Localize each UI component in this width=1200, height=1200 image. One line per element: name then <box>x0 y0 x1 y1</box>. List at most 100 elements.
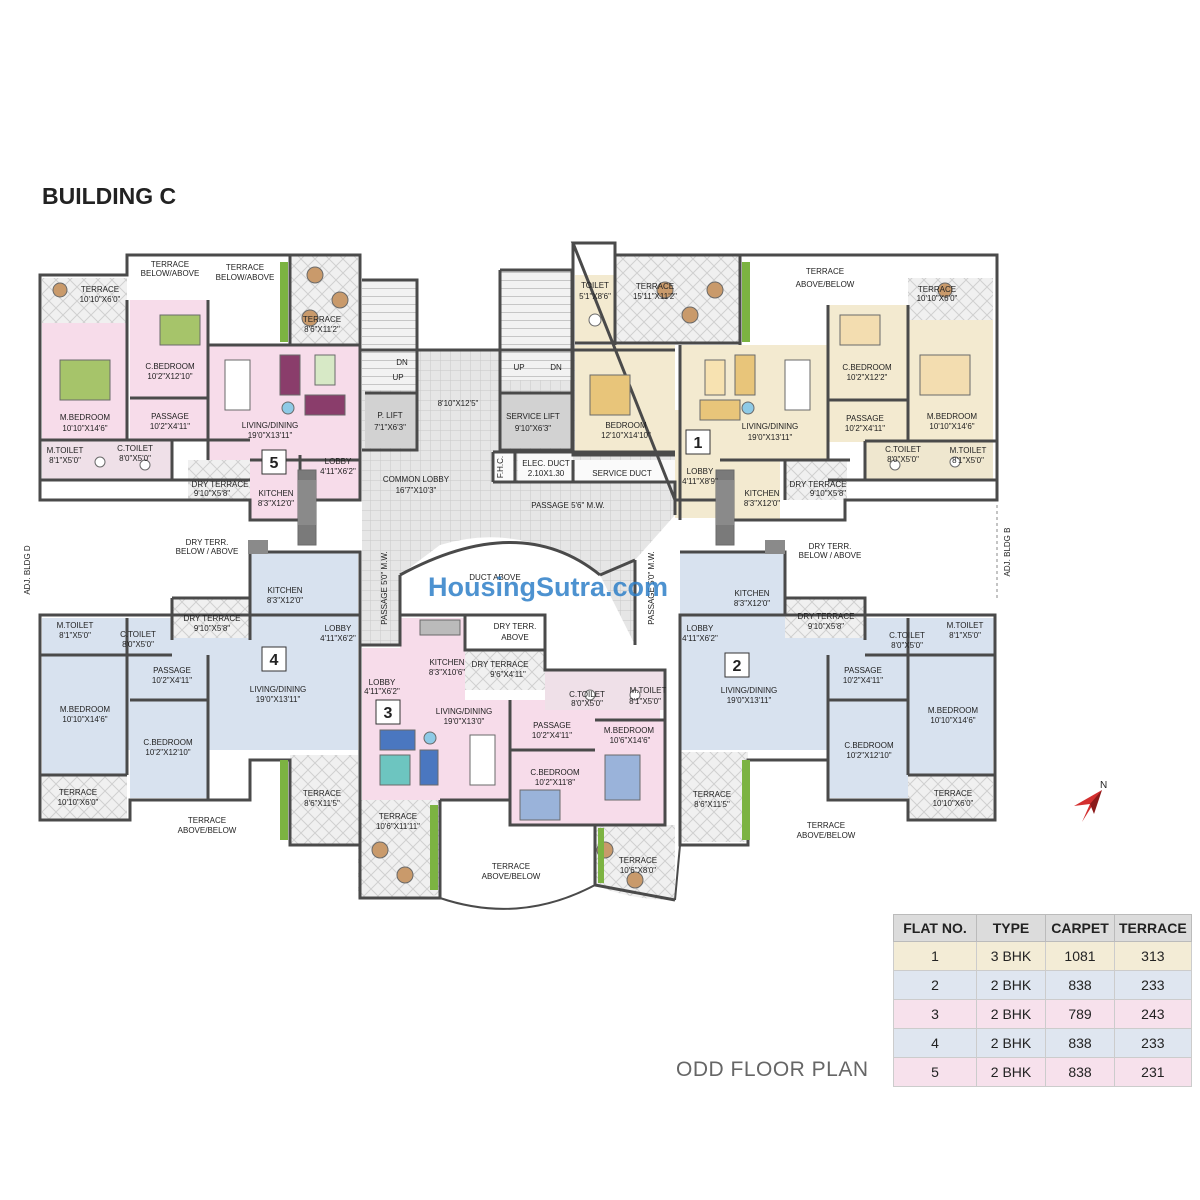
label: 5'1"X8'6" <box>579 292 611 301</box>
pillars <box>248 480 785 554</box>
cell-flat: 3 <box>893 999 977 1029</box>
label: ABOVE/BELOW <box>178 826 237 835</box>
label: 19'0"X13'11" <box>748 433 793 442</box>
cell-terrace: 233 <box>1114 970 1192 1000</box>
duct-fhc <box>493 452 513 482</box>
label: 8'0"X5'0" <box>122 640 154 649</box>
label: 10'10"X6'0" <box>58 798 99 807</box>
label: 8'1"X5'0" <box>952 456 984 465</box>
flat2-cbed-floor <box>828 700 908 798</box>
label: UP <box>513 363 524 372</box>
label: 19'0"X13'11" <box>248 431 293 440</box>
flat4-terrace-a <box>42 775 127 820</box>
label: DRY TERR. <box>186 538 229 547</box>
label: 10'6"X14'6" <box>610 736 651 745</box>
label: PASSAGE <box>844 666 882 675</box>
floor-plan-label: ODD FLOOR PLAN <box>676 1058 869 1081</box>
label: TOILET <box>581 281 609 290</box>
label: 19'0"X13'11" <box>256 695 301 704</box>
flat-number-3: 3 <box>384 705 393 722</box>
label: 4'11"X6'2" <box>320 467 356 476</box>
label: TERRACE <box>934 789 972 798</box>
label: 9'10"X6'3" <box>515 424 551 433</box>
label: 8'0"X5'0" <box>891 641 923 650</box>
label: 8'1"X5'0" <box>49 456 81 465</box>
label: 10'6"X11'11" <box>376 822 420 831</box>
flat-area-table: FLAT NO. TYPE CARPET TERRACE 1 3 BHK 108… <box>893 914 1192 1087</box>
label: 7'1"X6'3" <box>374 423 406 432</box>
label: TERRACE <box>619 856 657 865</box>
label: 15'11"X11'2" <box>633 292 677 301</box>
label: DN <box>396 358 408 367</box>
label: M.TOILET <box>950 446 987 455</box>
label: 4'11"X6'2" <box>364 687 400 696</box>
cell-type: 2 BHK <box>976 1028 1046 1058</box>
label: TERRACE <box>303 315 341 324</box>
curve-wall-bottom-right <box>674 844 681 901</box>
label: 8'1"X5'0" <box>59 631 91 640</box>
label: ABOVE/BELOW <box>796 280 855 289</box>
label: 10'10"X14'6" <box>62 424 107 433</box>
label: DRY TERR. <box>494 622 537 631</box>
cell-terrace: 231 <box>1114 1057 1192 1087</box>
building-title: BUILDING C <box>42 183 177 209</box>
label: TERRACE <box>807 821 845 830</box>
label: 10'10"X14'6" <box>62 715 107 724</box>
label: PASSAGE 5'0" M.W. <box>380 551 389 625</box>
label: 8'0"X5'0" <box>571 699 603 708</box>
label: LIVING/DINING <box>436 707 492 716</box>
label: C.TOILET <box>569 690 605 699</box>
label: 19'0"X13'0" <box>444 717 485 726</box>
label: M.BEDROOM <box>928 706 979 715</box>
label: 10'2"X12'2" <box>847 373 888 382</box>
flat3-lobby-floor <box>362 648 402 700</box>
room-labels: TERRACE 10'10"X6'0" TERRACE BELOW/ABOVE … <box>47 260 987 881</box>
cell-carpet: 789 <box>1045 999 1115 1029</box>
label: UP <box>392 373 403 382</box>
cell-terrace: 233 <box>1114 1028 1192 1058</box>
flat1-terrace <box>615 256 740 344</box>
flat5-toilets-floor <box>42 441 172 479</box>
label: 9'6"X4'11" <box>490 670 526 679</box>
label: ABOVE/BELOW <box>797 831 856 840</box>
adj-bldg-right: ADJ. BLDG B <box>1003 528 1012 577</box>
label: C.TOILET <box>117 444 153 453</box>
label: 10'2"X4'11" <box>845 424 885 433</box>
label: 10'2"X4'11" <box>150 422 190 431</box>
label: DRY TERRACE <box>790 480 847 489</box>
label: KITCHEN <box>429 658 464 667</box>
flat-number-4: 4 <box>270 652 279 669</box>
label: 9'10"X5'8" <box>810 489 846 498</box>
adj-bldg-left: ADJ. BLDG D <box>23 545 32 595</box>
watermark-logo: HousingSutra.com <box>428 572 668 602</box>
label: KITCHEN <box>744 489 779 498</box>
label: DRY TERRACE <box>184 614 241 623</box>
label: 8'0"X5'0" <box>887 455 919 464</box>
label: DRY TERRACE <box>472 660 529 669</box>
cell-type: 2 BHK <box>976 1057 1046 1087</box>
north-arrow-icon: N <box>1074 780 1107 822</box>
furniture <box>52 266 971 889</box>
label: 10'2"X12'10" <box>147 372 192 381</box>
label: 10'2"X12'10" <box>846 751 891 760</box>
label: 8'6"X11'2" <box>304 325 340 334</box>
label: LOBBY <box>687 467 714 476</box>
table-row: 1 3 BHK 1081 313 <box>893 941 1192 971</box>
col-carpet: CARPET <box>1045 914 1115 942</box>
col-type: TYPE <box>976 914 1046 942</box>
label: PASSAGE <box>153 666 191 675</box>
cell-carpet: 838 <box>1045 970 1115 1000</box>
flat3-terrace-a <box>358 800 440 899</box>
flat3-dry-floor <box>465 650 545 690</box>
flat-number-1: 1 <box>694 435 703 452</box>
curve-wall-bottom <box>439 884 596 910</box>
duct-elec <box>518 452 573 482</box>
label: M.TOILET <box>47 446 84 455</box>
label: 10'6"X8'0" <box>620 866 656 875</box>
flat4-terrace-b <box>290 755 358 845</box>
cell-type: 2 BHK <box>976 970 1046 1000</box>
label: DUCT ABOVE <box>469 573 520 582</box>
label: 8'6"X11'5" <box>694 800 730 809</box>
label: DN <box>550 363 562 372</box>
